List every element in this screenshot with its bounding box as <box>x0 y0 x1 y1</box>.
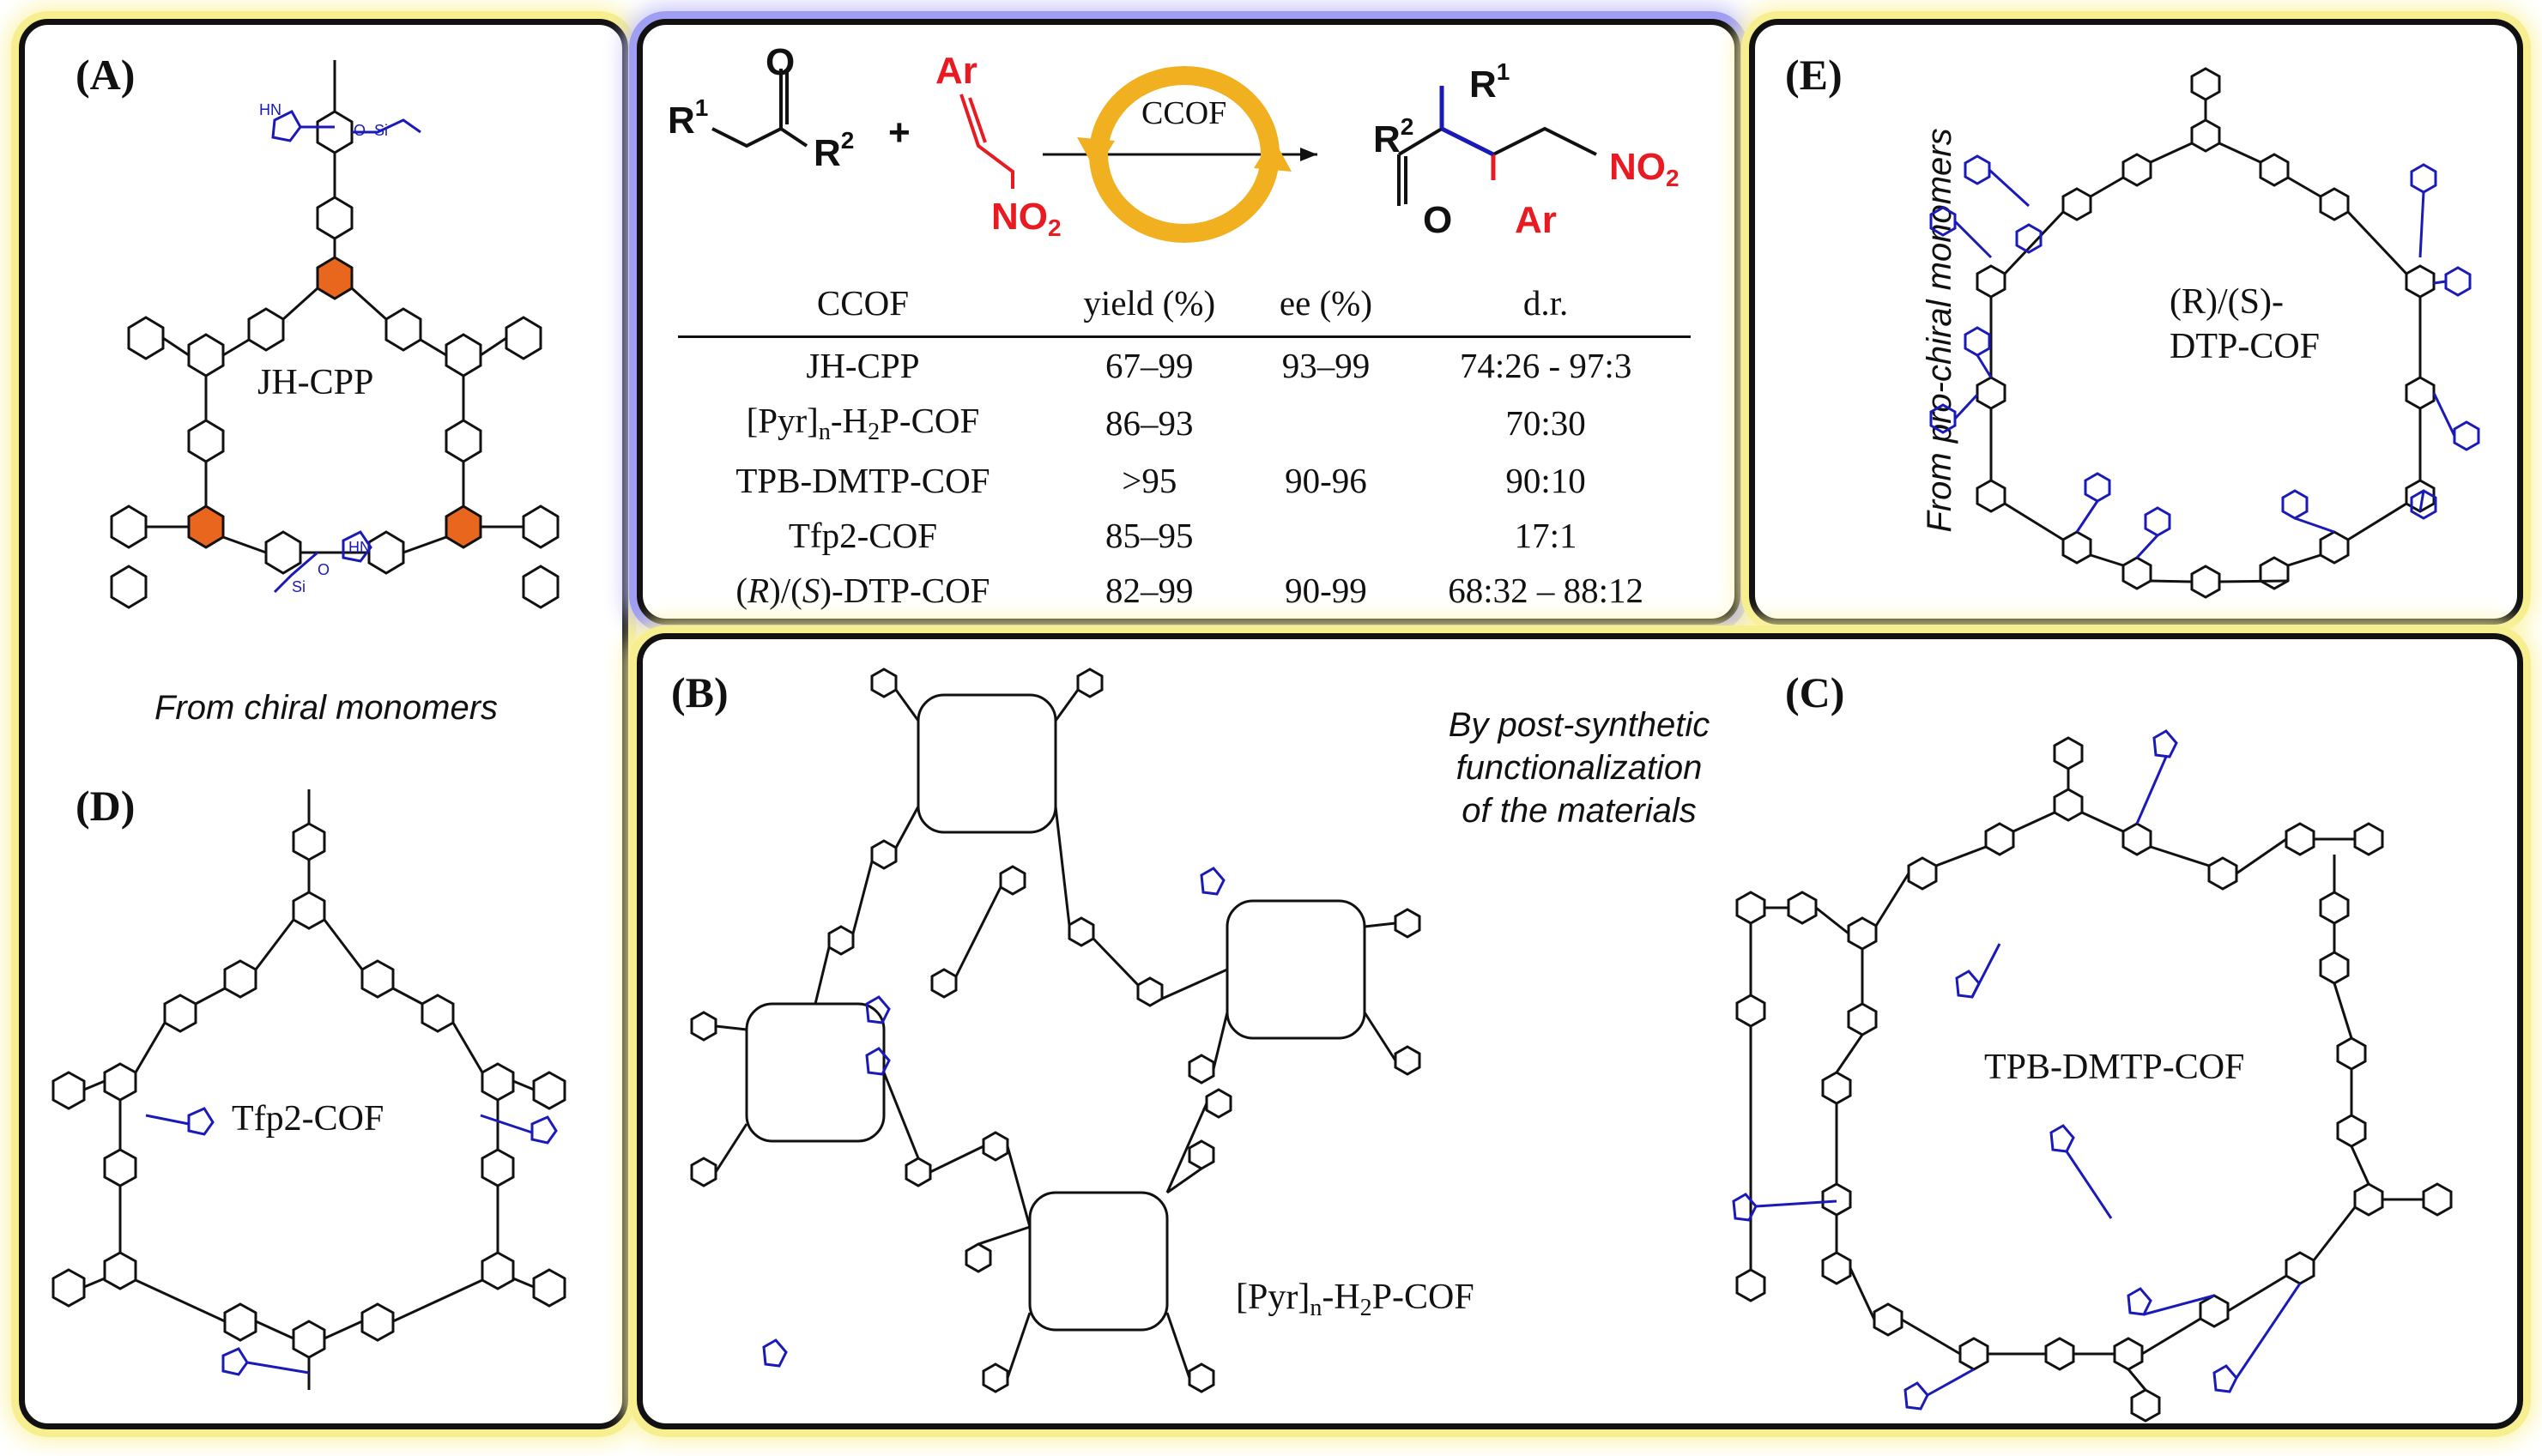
caption-post-3: of the materials <box>1462 792 1697 830</box>
cell-ccof: TPB-DMTP-COF <box>735 461 990 500</box>
svg-text:HN: HN <box>348 539 371 556</box>
cell-ee <box>1251 393 1401 453</box>
svg-text:O: O <box>318 561 330 578</box>
product-r2: R2 <box>1373 113 1414 160</box>
cell-ccof: (R)/(S)-DTP-COF <box>735 571 990 610</box>
circular-catalyst-arrow-icon <box>1043 66 1317 243</box>
cell-dr: 68:32 – 88:12 <box>1448 571 1644 610</box>
table-header-row: CCOF yield (%) ee (%) d.r. <box>678 279 1691 338</box>
porphyrin-cof-structure <box>690 668 1421 1393</box>
cell-ccof: JH-CPP <box>806 346 920 385</box>
cell-ee: 93–99 <box>1281 346 1371 385</box>
table-row: TPB-DMTP-COF >95 90-96 90:10 <box>678 453 1691 508</box>
tfp2-cof-structure <box>51 789 566 1390</box>
svg-text:Si: Si <box>292 578 306 595</box>
cell-dr: 17:1 <box>1514 516 1577 555</box>
cell-yield: 85–95 <box>1105 516 1194 555</box>
table-row: [Pyr]n-H2P-COF 86–93 70:30 <box>678 393 1691 453</box>
dtp-cof-name-line2: DTP-COF <box>2170 327 2321 366</box>
tpb-dmtp-cof-name: TPB-DMTP-COF <box>1984 1048 2245 1087</box>
product-r1: R1 <box>1469 58 1510 106</box>
ketone-bonds <box>711 69 808 148</box>
ccof-results-table: CCOF yield (%) ee (%) d.r. JH-CPP 67–99 … <box>678 279 1691 618</box>
cell-ee: 90-96 <box>1285 461 1367 500</box>
cell-dr: 90:10 <box>1505 461 1586 500</box>
reactant-r2: R2 <box>814 127 855 174</box>
table-row: Tfp2-COF 85–95 17:1 <box>678 508 1691 563</box>
plus-sign: + <box>888 112 911 154</box>
tfp2-cof-name: Tfp2-COF <box>232 1099 384 1139</box>
panel-d-label: (D) <box>76 782 136 830</box>
product-oxygen: O <box>1423 199 1453 241</box>
caption-post-1: By post-synthetic <box>1448 706 1710 744</box>
caption-post-2: functionalization <box>1456 749 1703 787</box>
table-row: (R)/(S)-DTP-COF 82–99 90-99 68:32 – 88:1… <box>678 563 1691 618</box>
caption-chiral: From chiral monomers <box>154 689 499 727</box>
panel-a-label: (A) <box>76 51 136 99</box>
cell-ee <box>1251 508 1401 563</box>
cell-dr: 74:26 - 97:3 <box>1459 346 1632 385</box>
cell-dr: 70:30 <box>1505 403 1586 443</box>
cell-yield: 86–93 <box>1105 403 1194 443</box>
cell-ccof: Tfp2-COF <box>788 516 937 555</box>
ketone-oxygen: O <box>766 41 796 83</box>
svg-text:HN: HN <box>259 101 281 118</box>
dtp-cof-structure <box>1929 67 2480 599</box>
nitroalkene-ar: Ar <box>935 50 977 92</box>
jh-cpp-name: JH-CPP <box>257 363 374 402</box>
tpb-dmtp-cof-structure <box>1732 729 2453 1423</box>
dtp-cof-name-line1: (R)/(S)- <box>2170 282 2284 322</box>
cell-yield: 82–99 <box>1105 571 1194 610</box>
nitroalkene-bonds <box>959 94 1014 189</box>
panel-e-label: (E) <box>1785 51 1843 99</box>
col-yield: yield (%) <box>1047 279 1251 338</box>
cell-ccof: [Pyr]n-H2P-COF <box>746 401 980 445</box>
table-row: JH-CPP 67–99 93–99 74:26 - 97:3 <box>678 337 1691 394</box>
col-ccof: CCOF <box>678 279 1048 338</box>
product-no2: NO2 <box>1609 146 1680 191</box>
svg-text:O–Si: O–Si <box>354 122 388 139</box>
panel-e <box>1749 19 2523 625</box>
nitroalkene-no2: NO2 <box>991 196 1062 241</box>
product-structure <box>1397 86 1597 206</box>
catalyst-label: CCOF <box>1141 95 1227 131</box>
cell-yield: 67–99 <box>1105 346 1194 385</box>
cell-yield: >95 <box>1122 461 1177 500</box>
cell-ee: 90-99 <box>1285 571 1367 610</box>
porphyrin-cof-name: [Pyr]n-H2P-COF <box>1236 1278 1474 1321</box>
product-ar: Ar <box>1515 199 1557 241</box>
col-dr: d.r. <box>1401 279 1691 338</box>
reactant-ketone: R1 <box>668 94 709 142</box>
panel-c-label: (C) <box>1785 668 1845 716</box>
col-ee: ee (%) <box>1250 279 1401 338</box>
panel-b-label: (B) <box>671 668 729 716</box>
jh-cpp-structure: HN O–Si O Si HN <box>110 60 560 609</box>
